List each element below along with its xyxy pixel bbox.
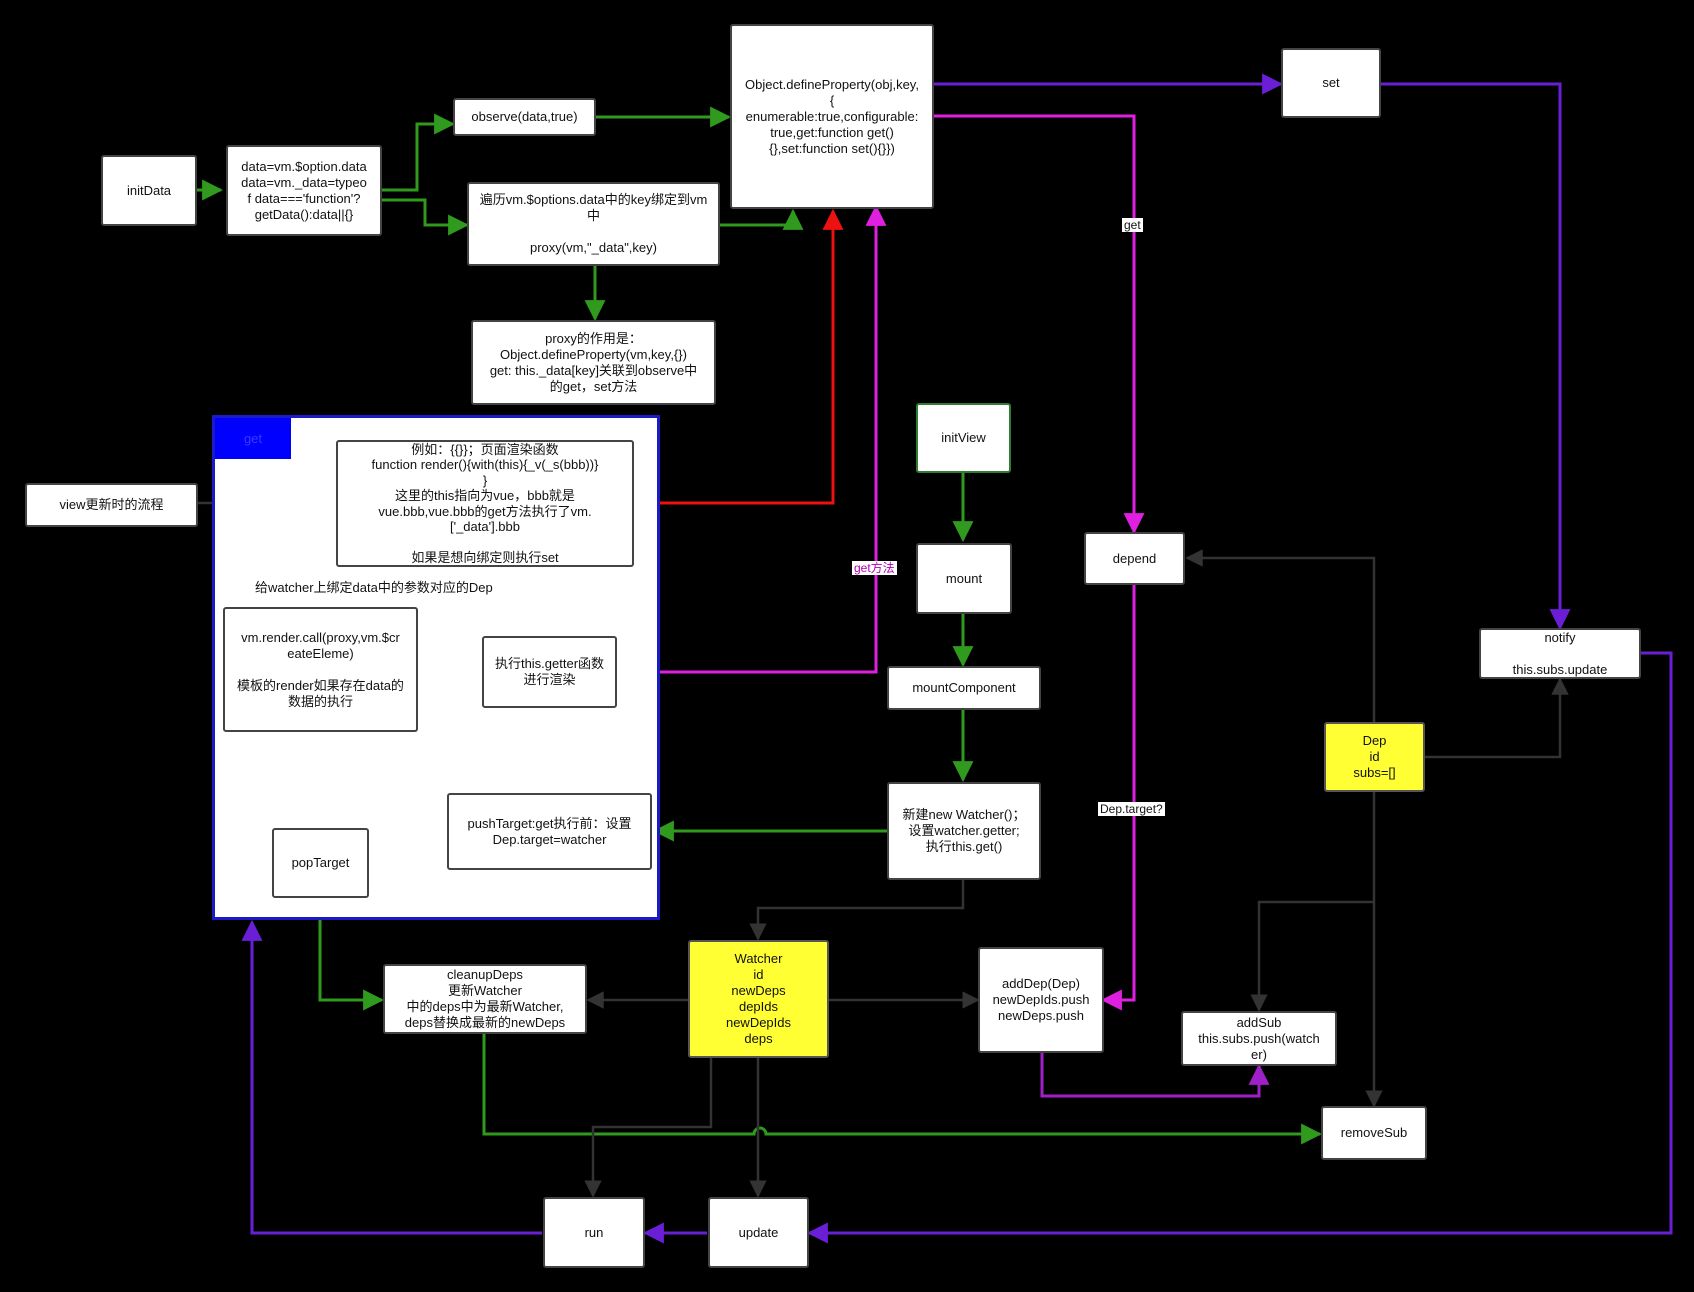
node-remove-sub[interactable]: removeSub [1321, 1106, 1427, 1160]
node-new-watcher[interactable]: 新建new Watcher()； 设置watcher.getter; 执行thi… [887, 782, 1041, 880]
label-bind-dep: 给watcher上绑定data中的参数对应的Dep [255, 580, 493, 595]
edge-defineproperty-depend [934, 114, 1145, 535]
node-notify[interactable]: notify this.subs.update [1479, 628, 1641, 679]
node-cleanup-deps[interactable]: cleanupDeps 更新Watcher 中的deps中为最新Watcher,… [383, 964, 587, 1034]
get-group-tag: get [215, 418, 291, 459]
node-init-view[interactable]: initView [916, 403, 1011, 473]
node-observe[interactable]: observe(data,true) [453, 98, 596, 136]
edge-dataassign-observe [382, 113, 456, 192]
edge-notify-update [806, 651, 1673, 1244]
label-get-method: get方法 [852, 561, 897, 575]
edge-newwatcher-watcher [749, 880, 965, 941]
label-dep-target: Dep.target? [1098, 802, 1165, 816]
edge-execgetter-defineproperty [617, 204, 887, 674]
node-pop-target[interactable]: popTarget [272, 828, 369, 898]
node-set[interactable]: set [1281, 48, 1381, 118]
edge-render-defineproperty [634, 208, 844, 505]
node-proxy-desc[interactable]: proxy的作用是： Object.defineProperty(vm,key,… [471, 320, 716, 405]
edge-dep-notify [1425, 677, 1569, 759]
edge-dataassign-traverse [382, 198, 470, 236]
node-add-dep[interactable]: addDep(Dep) newDepIds.push newDeps.push [978, 947, 1104, 1053]
edge-depend-adddep [1100, 585, 1136, 1011]
node-push-target[interactable]: pushTarget:get执行前：设置 Dep.target=watcher [447, 793, 652, 870]
edge-run-group [241, 919, 542, 1235]
edge-dep-addsub [1250, 900, 1374, 1012]
edge-watcher-run [584, 1058, 713, 1198]
node-render-call[interactable]: vm.render.call(proxy,vm.$cr eateEleme) 模… [223, 607, 418, 732]
edge-poptarget-cleanupdeps [318, 898, 385, 1011]
node-initdata[interactable]: initData [101, 155, 197, 226]
node-view-update[interactable]: view更新时的流程 [25, 483, 198, 527]
edge-set-notify [1381, 82, 1571, 631]
node-data-assign[interactable]: data=vm.$option.data data=vm._data=typeo… [226, 145, 382, 236]
node-mount-component[interactable]: mountComponent [887, 666, 1041, 710]
node-add-sub[interactable]: addSub this.subs.push(watch er) [1181, 1011, 1337, 1066]
edge-traverse-defineproperty [720, 208, 804, 230]
node-define-property[interactable]: Object.defineProperty(obj,key, { enumera… [730, 24, 934, 209]
edge-dep-depend [1185, 549, 1376, 722]
node-exec-getter[interactable]: 执行this.getter函数 进行渲染 [482, 636, 617, 708]
label-get: get [1122, 218, 1143, 232]
node-run[interactable]: run [543, 1197, 645, 1268]
node-traverse-keys[interactable]: 遍历vm.$options.data中的key绑定到vm 中 proxy(vm,… [467, 182, 720, 266]
edge-adddep-addsub [1040, 1053, 1270, 1098]
node-mount[interactable]: mount [916, 543, 1012, 614]
node-update[interactable]: update [708, 1197, 809, 1268]
node-depend[interactable]: depend [1084, 532, 1185, 585]
node-dep[interactable]: Dep id subs=[] [1324, 722, 1425, 792]
node-render-example[interactable]: 例如：{{}}；页面渲染函数 function render(){with(th… [336, 440, 634, 567]
node-watcher[interactable]: Watcher id newDeps depIds newDepIds deps [688, 940, 829, 1058]
